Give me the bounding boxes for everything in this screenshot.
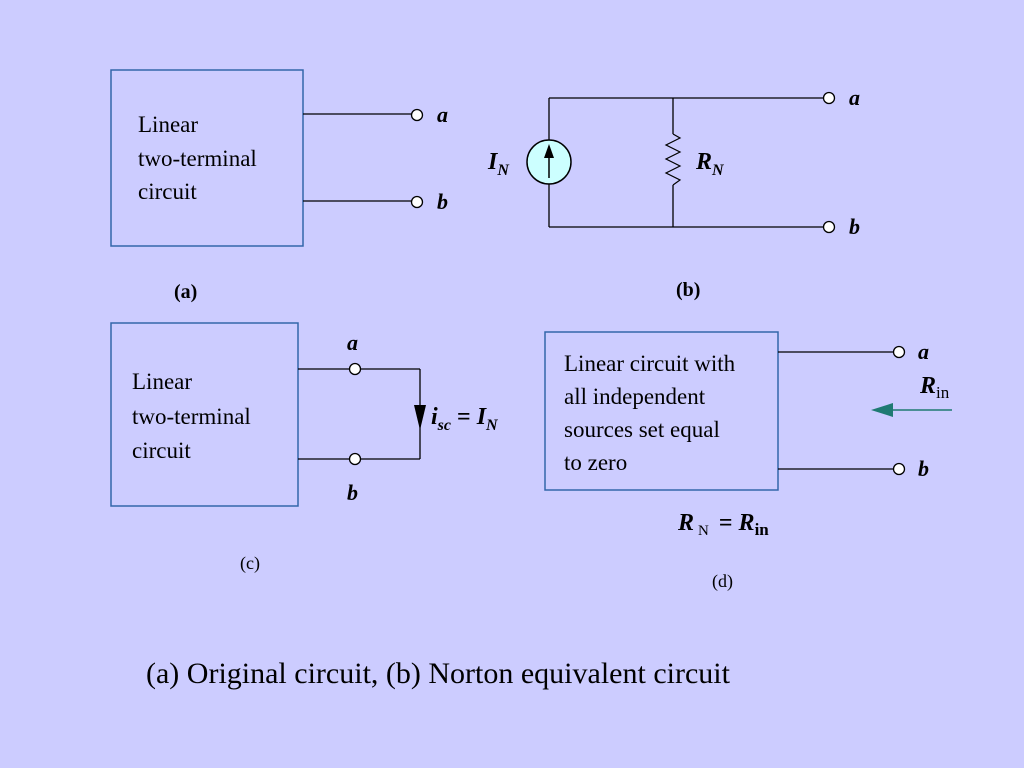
- diagram-c: Linear two-terminal circuit a b isc=IN (…: [110, 322, 499, 574]
- figure-caption: (a) Original circuit, (b) Norton equival…: [146, 657, 731, 690]
- diagram-b: a b IN RN (b): [487, 85, 860, 301]
- terminal-a-label: a: [437, 102, 448, 127]
- terminal-a-label: a: [849, 85, 860, 110]
- terminal-a-node: [822, 91, 836, 105]
- diagram-d: Linear circuit with all independent sour…: [544, 331, 952, 592]
- linear-circuit-box: [110, 69, 304, 247]
- diagram-label: (b): [676, 279, 700, 301]
- terminal-b-label: b: [918, 456, 929, 481]
- terminal-a-node: [892, 345, 906, 359]
- rin-arrow-icon: [871, 403, 893, 417]
- diagram-a: Linear two-terminal circuit a b (a): [110, 69, 448, 303]
- source-arrow-head: [544, 144, 554, 158]
- terminal-b-node: [410, 195, 424, 209]
- diagram-label: (d): [712, 571, 733, 592]
- rin-label: Rin: [919, 373, 950, 402]
- terminal-a-label: a: [918, 339, 929, 364]
- box-text: Linear two-terminal circuit: [138, 112, 263, 204]
- current-arrow-icon: [414, 405, 426, 430]
- terminal-b-node: [348, 452, 362, 466]
- terminal-b-label: b: [437, 189, 448, 214]
- box-text: Linear two-terminal circuit: [132, 369, 257, 463]
- resistor-zigzag: [664, 133, 682, 186]
- linear-circuit-box: [110, 322, 299, 507]
- terminal-b-label: b: [347, 480, 358, 505]
- zeroed-circuit-box: [544, 331, 779, 491]
- resistor-label: RN: [695, 149, 725, 179]
- source-label: IN: [487, 149, 510, 179]
- box-text: Linear circuit with all independent sour…: [564, 351, 741, 475]
- terminal-b-node: [822, 220, 836, 234]
- diagram-label: (c): [240, 553, 260, 574]
- terminal-a-label: a: [347, 330, 358, 355]
- current-label: isc=IN: [431, 404, 499, 434]
- terminal-a-node: [410, 108, 424, 122]
- terminal-b-node: [892, 462, 906, 476]
- terminal-a-node: [348, 362, 362, 376]
- terminal-b-label: b: [849, 214, 860, 239]
- diagram-label: (a): [174, 281, 197, 303]
